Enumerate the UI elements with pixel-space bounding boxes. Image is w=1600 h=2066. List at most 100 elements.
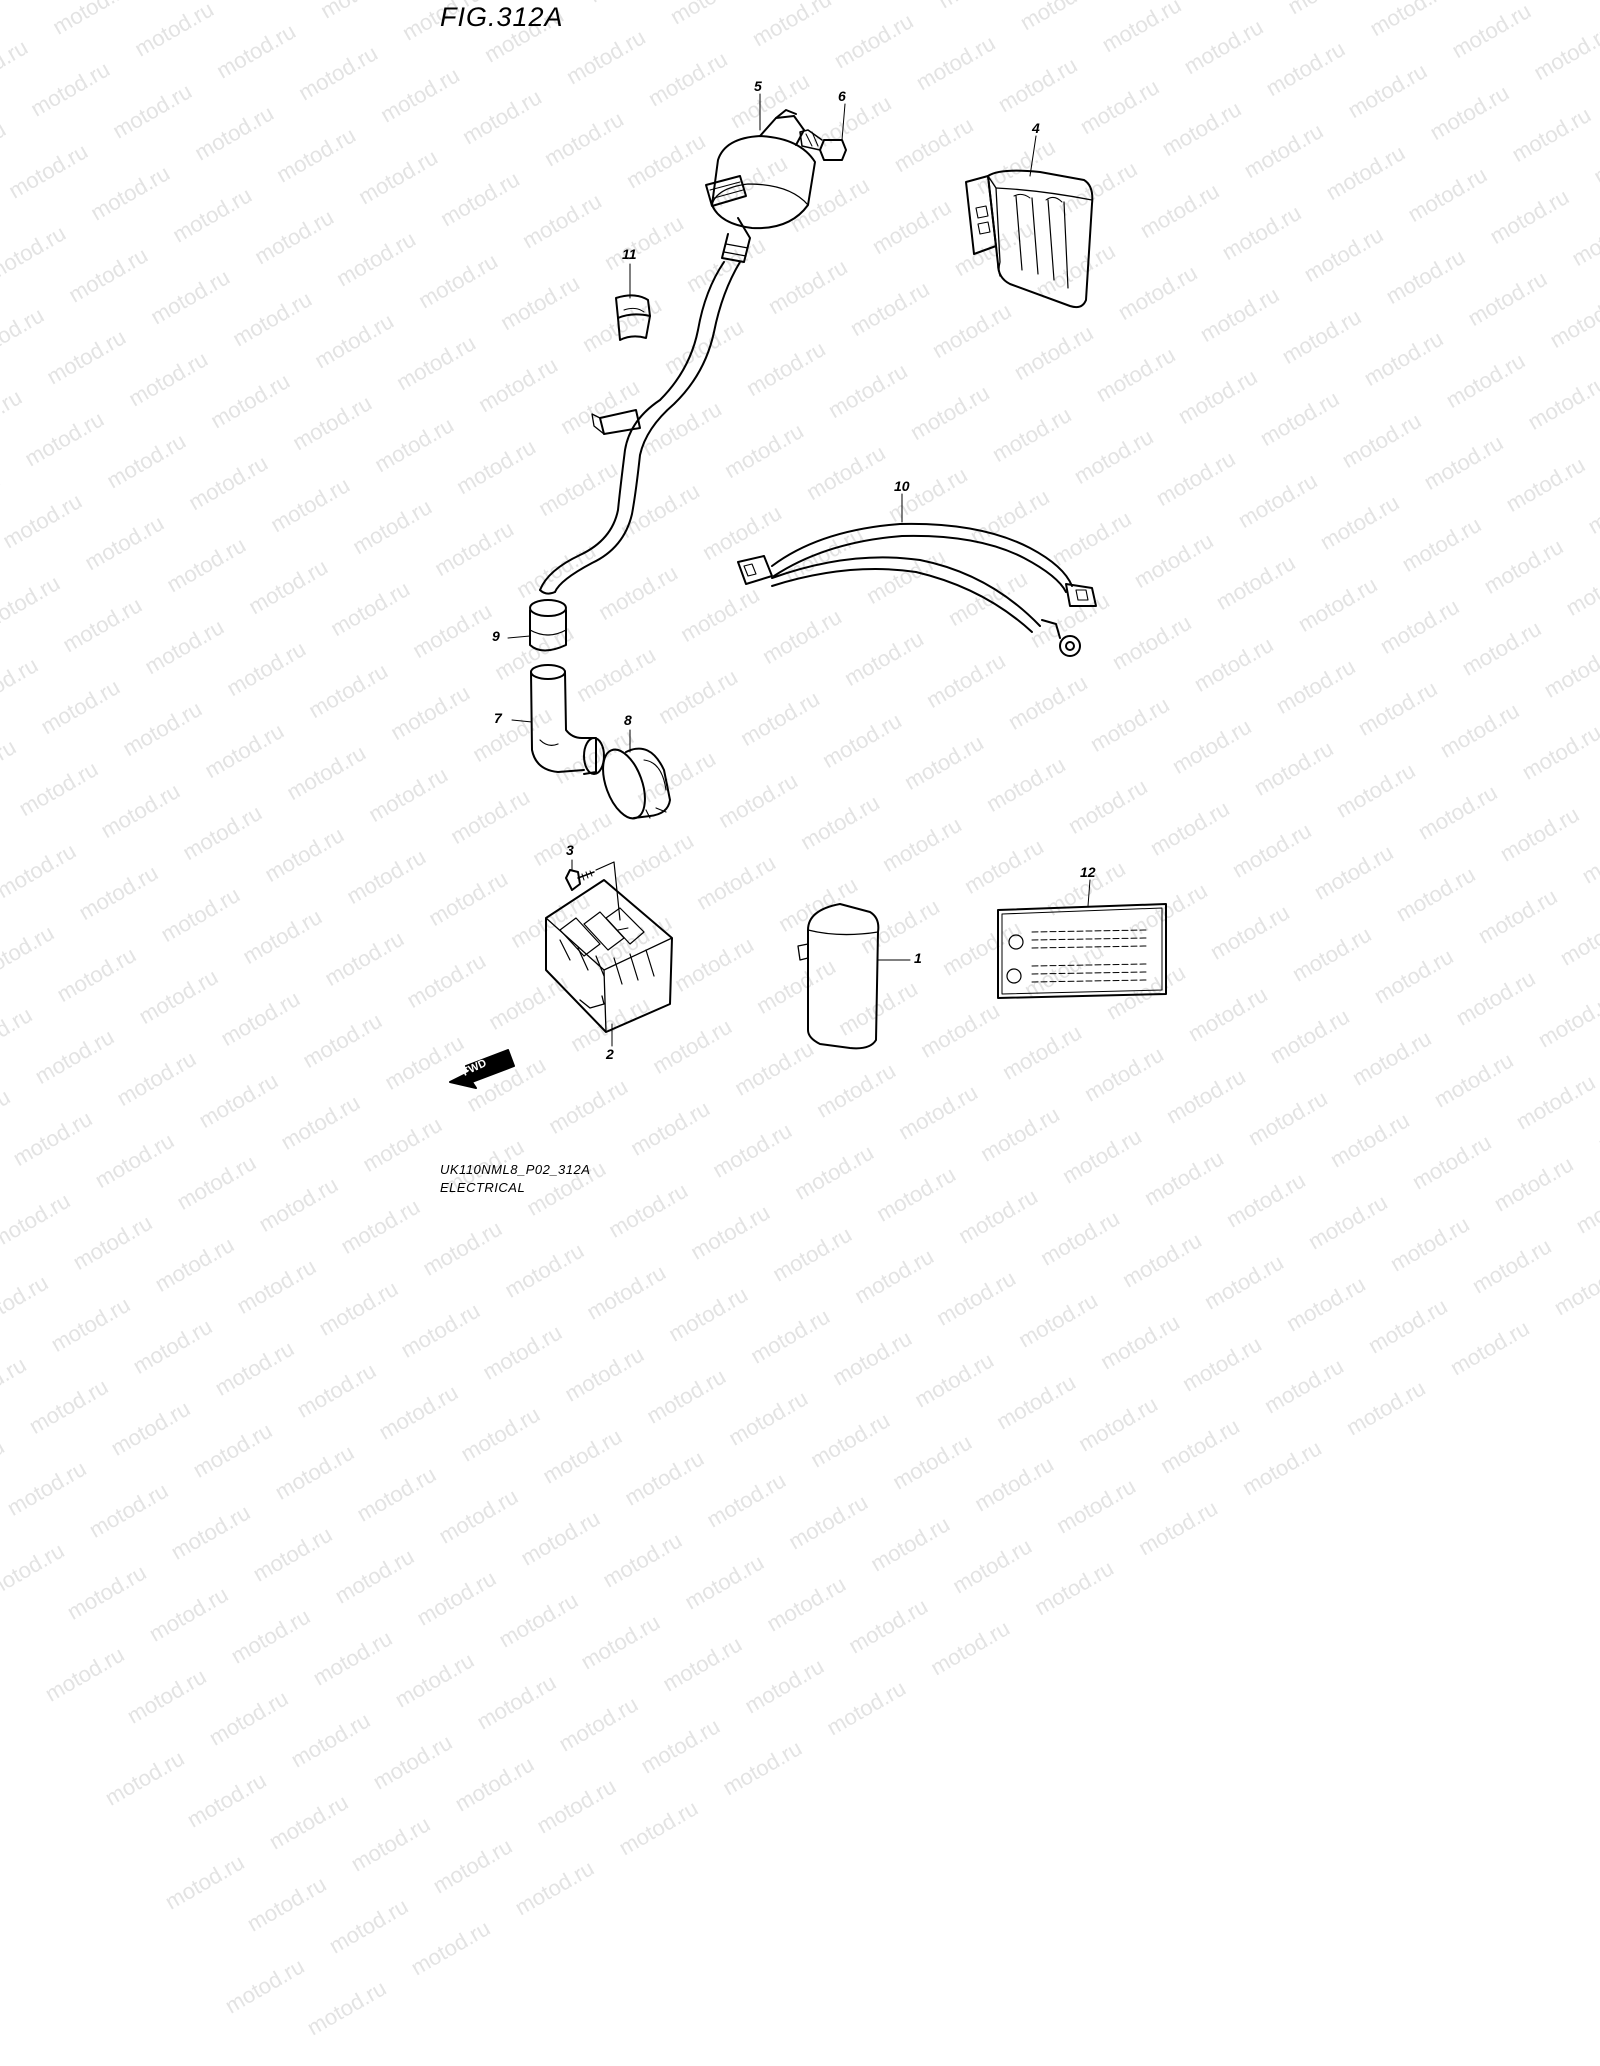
watermark-text: motod.ru [1096, 1309, 1184, 1375]
watermark-text: motod.ru [1036, 1205, 1124, 1271]
watermark-text: motod.ru [1386, 1211, 1474, 1277]
watermark-text: motod.ru [636, 1713, 724, 1779]
callout-9: 9 [492, 628, 500, 644]
watermark-text: motod.ru [25, 1374, 113, 1440]
watermark-text: motod.ru [435, 1484, 523, 1550]
watermark-text: motod.ru [429, 1833, 517, 1899]
watermark-text: motod.ru [822, 1675, 910, 1741]
watermark-text: motod.ru [325, 1893, 413, 1959]
watermark-text: motod.ru [145, 1582, 233, 1648]
watermark-text: motod.ru [69, 1210, 157, 1276]
watermark-text: motod.ru [746, 1304, 834, 1370]
watermark-text: motod.ru [516, 1505, 604, 1571]
plug-cap-part-7 [531, 665, 604, 774]
clamp-part-11 [616, 295, 650, 340]
watermark-text: motod.ru [396, 1298, 484, 1364]
watermark-text: motod.ru [47, 1292, 135, 1358]
watermark-text: motod.ru [293, 1358, 381, 1424]
watermark-text: motod.ru [1342, 1375, 1430, 1441]
watermark-text: motod.ru [620, 1445, 708, 1511]
label-part-12 [998, 904, 1166, 998]
watermark-text: motod.ru [680, 1549, 768, 1615]
watermark-text: motod.ru [1074, 1391, 1162, 1457]
watermark-text: motod.ru [844, 1593, 932, 1659]
watermark-text: motod.ru [418, 1216, 506, 1282]
watermark-text: motod.ru [161, 1849, 249, 1915]
watermark-text: motod.ru [211, 1336, 299, 1402]
watermark-text: motod.ru [271, 1440, 359, 1506]
watermark-text: motod.ru [0, 1270, 53, 1336]
watermark-text: motod.ru [336, 1194, 424, 1260]
watermark-text: motod.ru [1468, 1233, 1556, 1299]
callout-6: 6 [838, 88, 846, 104]
watermark-text: motod.ru [129, 1314, 217, 1380]
watermark-text: motod.ru [740, 1653, 828, 1719]
watermark-text: motod.ru [391, 1647, 479, 1713]
watermark-text: motod.ru [249, 1522, 337, 1588]
watermark-text: motod.ru [456, 1402, 544, 1468]
high-tension-cord [540, 262, 740, 594]
watermark-text: motod.ru [233, 1254, 321, 1320]
watermark-text: motod.ru [205, 1685, 293, 1751]
watermark-text: motod.ru [0, 1538, 69, 1604]
watermark-text: motod.ru [658, 1631, 746, 1697]
watermark-text: motod.ru [762, 1571, 850, 1637]
watermark-text: motod.ru [538, 1424, 626, 1490]
watermark-text: motod.ru [221, 1953, 309, 2019]
watermark-text: motod.ru [560, 1342, 648, 1408]
watermark-text: motod.ru [375, 1380, 463, 1446]
boot-part-8 [595, 744, 670, 824]
watermark-text: motod.ru [555, 1691, 643, 1757]
watermark-text: motod.ru [3, 1456, 91, 1522]
watermark-text: motod.ru [850, 1244, 938, 1310]
watermark-text: motod.ru [331, 1544, 419, 1610]
model-code: UK110NML8_P02_312A [440, 1162, 590, 1177]
watermark-text: motod.ru [910, 1347, 998, 1413]
watermark-text: motod.ru [151, 1232, 239, 1298]
callout-3: 3 [566, 842, 574, 858]
watermark-text: motod.ru [642, 1364, 730, 1430]
relay-part-1 [798, 904, 878, 1048]
watermark-text: motod.ru [888, 1429, 976, 1495]
watermark-text: motod.ru [511, 1855, 599, 1921]
watermark-text: motod.ru [303, 1975, 391, 2041]
watermark-text: motod.ru [1134, 1495, 1222, 1561]
watermark-text: motod.ru [1446, 1315, 1534, 1381]
callout-12: 12 [1080, 864, 1096, 880]
cdi-unit-part-4 [966, 171, 1092, 307]
watermark-text: motod.ru [167, 1500, 255, 1566]
ignition-coil-part [706, 110, 815, 262]
callout-5: 5 [754, 78, 762, 94]
watermark-text: motod.ru [495, 1587, 583, 1653]
watermark-text: motod.ru [309, 1625, 397, 1691]
watermark-text: motod.ru [41, 1642, 129, 1708]
watermark-text: motod.ru [189, 1418, 277, 1484]
watermark-text: motod.ru [1014, 1287, 1102, 1353]
watermark-text: motod.ru [724, 1385, 812, 1451]
watermark-text: motod.ru [828, 1325, 916, 1391]
watermark-text: motod.ru [576, 1609, 664, 1675]
watermark-text: motod.ru [347, 1811, 435, 1877]
callout-7: 7 [494, 710, 502, 726]
watermark-text: motod.ru [1550, 1255, 1600, 1321]
watermark-text: motod.ru [768, 1222, 856, 1288]
watermark-text: motod.ru [353, 1462, 441, 1528]
watermark-text: motod.ru [1282, 1271, 1370, 1337]
watermark-text: motod.ru [407, 1915, 495, 1981]
watermark-text: motod.ru [533, 1773, 621, 1839]
section-name: ELECTRICAL [440, 1180, 525, 1195]
watermark-text: motod.ru [101, 1745, 189, 1811]
watermark-text: motod.ru [615, 1795, 703, 1861]
watermark-text: motod.ru [1260, 1353, 1348, 1419]
watermark-text: motod.ru [1178, 1331, 1266, 1397]
screw-part-3 [566, 870, 594, 890]
callout-10: 10 [894, 478, 910, 494]
watermark-text: motod.ru [926, 1615, 1014, 1681]
watermark-text: motod.ru [473, 1669, 561, 1735]
watermark-text: motod.ru [718, 1735, 806, 1801]
watermark-text: motod.ru [582, 1260, 670, 1326]
watermark-text: motod.ru [451, 1751, 539, 1817]
watermark-text: motod.ru [702, 1467, 790, 1533]
callout-2: 2 [606, 1046, 614, 1062]
regulator-part-2 [546, 880, 672, 1032]
